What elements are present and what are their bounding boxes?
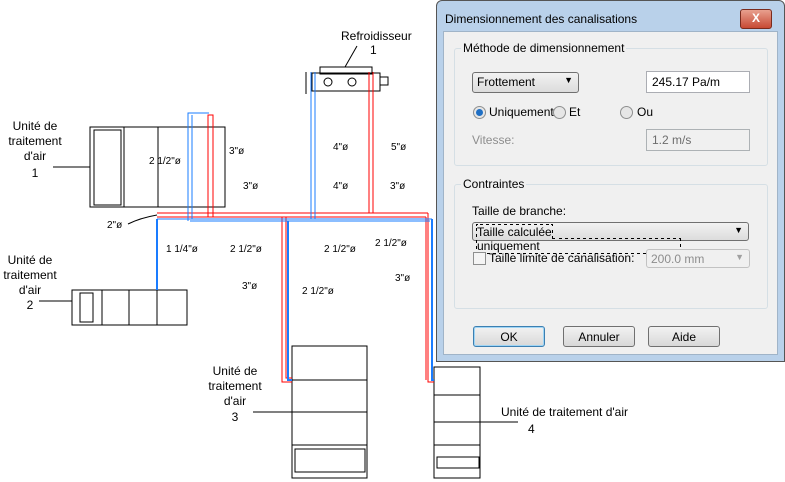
limit-size-value: 200.0 mm xyxy=(651,252,705,266)
svg-text:4: 4 xyxy=(528,422,535,436)
sizing-method-group: Méthode de dimensionnement Frottement ▼ 2… xyxy=(454,41,768,166)
friction-input[interactable]: 245.17 Pa/m xyxy=(646,71,750,93)
chevron-down-icon: ▼ xyxy=(735,252,744,262)
svg-text:3"ø: 3"ø xyxy=(229,146,244,157)
svg-text:Unité de: Unité de xyxy=(213,364,258,378)
svg-text:Unité de: Unité de xyxy=(13,119,58,133)
svg-text:d'air: d'air xyxy=(24,149,46,163)
svg-text:3: 3 xyxy=(232,410,239,424)
svg-text:2: 2 xyxy=(27,298,34,312)
branch-size-select[interactable]: Taille calculée uniquement ▼ xyxy=(472,222,749,254)
pipe-sizing-dialog: Dimensionnement des canalisations X Méth… xyxy=(436,0,785,362)
limit-size-checkbox[interactable] xyxy=(473,252,486,265)
method-select-value: Frottement xyxy=(477,75,536,89)
chevron-down-icon: ▼ xyxy=(564,75,573,85)
radio-uniquement-label[interactable]: Uniquement xyxy=(489,105,554,119)
svg-text:1: 1 xyxy=(32,166,39,180)
svg-text:2 1/2"ø: 2 1/2"ø xyxy=(230,244,262,255)
svg-text:3"ø: 3"ø xyxy=(243,181,258,192)
chiller-symbol[interactable] xyxy=(305,45,389,94)
svg-text:d'air: d'air xyxy=(224,394,246,408)
cancel-button[interactable]: Annuler xyxy=(563,326,635,347)
svg-text:traitement: traitement xyxy=(8,134,62,148)
dialog-body: Méthode de dimensionnement Frottement ▼ 2… xyxy=(443,31,778,355)
svg-text:2 1/2"ø: 2 1/2"ø xyxy=(302,286,334,297)
svg-text:traitement: traitement xyxy=(208,379,262,393)
radio-uniquement[interactable] xyxy=(473,106,486,119)
return-pipe[interactable] xyxy=(156,72,434,381)
svg-text:2 1/2"ø: 2 1/2"ø xyxy=(324,244,356,255)
radio-ou-label[interactable]: Ou xyxy=(637,105,654,119)
branch-size-label: Taille de branche: xyxy=(472,204,567,218)
pipe-size-labels: 3"ø 2 1/2"ø 4"ø 5"ø 3"ø 4"ø 3"ø 2"ø 1 1/… xyxy=(107,142,410,297)
ahu-3-symbol[interactable] xyxy=(291,345,368,479)
ahu-2-symbol[interactable] xyxy=(71,289,188,326)
velocity-label: Vitesse: xyxy=(472,133,515,147)
ahu-1-symbol[interactable] xyxy=(89,126,226,208)
svg-text:d'air: d'air xyxy=(19,283,41,297)
svg-text:1 1/4"ø: 1 1/4"ø xyxy=(166,244,198,255)
method-select[interactable]: Frottement ▼ xyxy=(472,72,579,93)
limit-size-label[interactable]: Taille limite de canalisation: xyxy=(489,251,635,265)
close-button[interactable]: X xyxy=(740,9,772,29)
svg-text:2 1/2"ø: 2 1/2"ø xyxy=(149,156,181,167)
chevron-down-icon: ▼ xyxy=(734,225,743,235)
svg-text:3"ø: 3"ø xyxy=(390,181,405,192)
svg-text:Unité de traitement d'air: Unité de traitement d'air xyxy=(501,405,628,419)
svg-text:3"ø: 3"ø xyxy=(395,273,410,284)
help-button[interactable]: Aide xyxy=(648,326,720,347)
velocity-input[interactable]: 1.2 m/s xyxy=(646,129,750,151)
svg-text:Unité de: Unité de xyxy=(8,253,53,267)
constraints-group: Contraintes Taille de branche: Taille ca… xyxy=(454,177,768,309)
svg-text:4"ø: 4"ø xyxy=(333,181,348,192)
svg-text:traitement: traitement xyxy=(3,268,57,282)
sizing-method-label: Méthode de dimensionnement xyxy=(461,41,627,55)
svg-text:2"ø: 2"ø xyxy=(107,220,122,231)
ahu-4-label: Unité de traitement d'air 4 xyxy=(501,405,628,436)
svg-text:5"ø: 5"ø xyxy=(391,142,406,153)
svg-text:3"ø: 3"ø xyxy=(242,281,257,292)
ok-button[interactable]: OK xyxy=(473,326,545,347)
branch-size-value: Taille calculée uniquement xyxy=(476,224,681,254)
svg-text:2 1/2"ø: 2 1/2"ø xyxy=(375,238,407,249)
supply-pipe[interactable] xyxy=(157,72,434,383)
constraints-label: Contraintes xyxy=(461,177,527,191)
dialog-title: Dimensionnement des canalisations xyxy=(445,12,638,26)
radio-et[interactable] xyxy=(553,106,566,119)
radio-ou[interactable] xyxy=(620,106,633,119)
limit-size-select[interactable]: 200.0 mm ▼ xyxy=(646,249,750,268)
chiller-number: 1 xyxy=(370,43,377,57)
chiller-label: Refroidisseur xyxy=(341,29,412,43)
svg-text:4"ø: 4"ø xyxy=(333,142,348,153)
radio-et-label[interactable]: Et xyxy=(569,105,581,119)
